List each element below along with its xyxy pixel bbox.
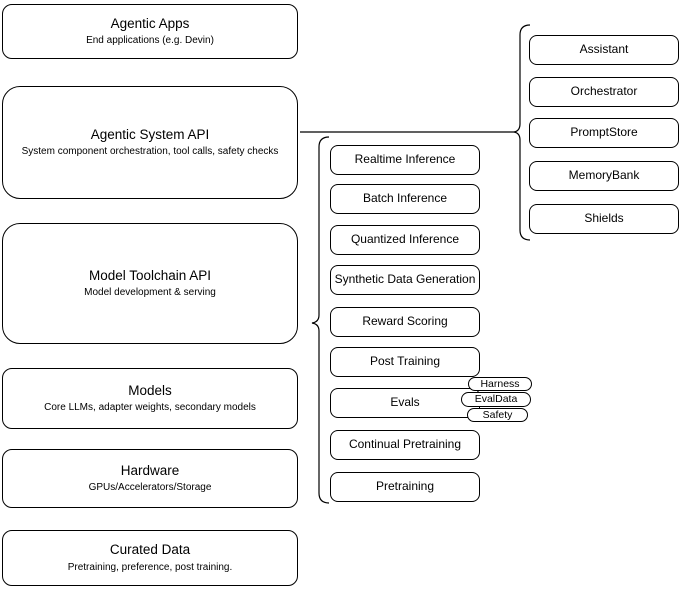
hardware-box: Hardware GPUs/Accelerators/Storage [2, 449, 298, 508]
model-toolchain-api-box: Model Toolchain API Model development & … [2, 223, 298, 344]
capability-label: Pretraining [375, 479, 435, 494]
capability-quantized-inference: Quantized Inference [330, 225, 480, 255]
capability-label: Reward Scoring [362, 314, 448, 329]
agentic-apps-subtitle: End applications (e.g. Devin) [86, 35, 214, 47]
hardware-subtitle: GPUs/Accelerators/Storage [88, 482, 212, 494]
hardware-title: Hardware [120, 462, 180, 478]
component-label: Assistant [579, 42, 629, 57]
components-brace [513, 24, 531, 241]
capability-synthetic-data-generation: Synthetic Data Generation [330, 265, 480, 295]
capability-label: Post Training [369, 354, 441, 369]
agentic-apps-title: Agentic Apps [110, 15, 190, 31]
eval-tag-harness: Harness [468, 377, 532, 391]
models-title: Models [128, 382, 172, 398]
component-label: Orchestrator [570, 84, 638, 99]
models-subtitle: Core LLMs, adapter weights, secondary mo… [44, 402, 256, 414]
capability-label: Continual Pretraining [348, 437, 462, 452]
eval-tag-safety: Safety [467, 408, 528, 422]
agentic-system-api-box: Agentic System API System component orch… [2, 86, 298, 199]
capability-reward-scoring: Reward Scoring [330, 307, 480, 337]
capability-label: Synthetic Data Generation [334, 272, 476, 287]
curated-data-box: Curated Data Pretraining, preference, po… [2, 530, 298, 586]
capabilities-brace [311, 136, 330, 504]
eval-tag-label: Safety [482, 408, 513, 421]
component-orchestrator: Orchestrator [529, 77, 679, 107]
capability-pretraining: Pretraining [330, 472, 480, 502]
curated-data-subtitle: Pretraining, preference, post training. [67, 561, 233, 573]
capability-label: Quantized Inference [350, 232, 460, 247]
capability-label: Evals [390, 395, 420, 410]
component-memorybank: MemoryBank [529, 161, 679, 191]
capability-post-training: Post Training [330, 347, 480, 377]
agentic-system-api-title: Agentic System API [90, 126, 210, 142]
capability-continual-pretraining: Continual Pretraining [330, 430, 480, 460]
component-promptstore: PromptStore [529, 118, 679, 148]
models-box: Models Core LLMs, adapter weights, secon… [2, 368, 298, 429]
capability-batch-inference: Batch Inference [330, 184, 480, 214]
capability-realtime-inference: Realtime Inference [330, 145, 480, 175]
component-assistant: Assistant [529, 35, 679, 65]
curated-data-title: Curated Data [109, 542, 191, 558]
model-toolchain-api-title: Model Toolchain API [88, 267, 212, 283]
eval-tag-label: EvalData [474, 393, 518, 406]
component-shields: Shields [529, 204, 679, 234]
capability-label: Realtime Inference [354, 152, 456, 167]
capability-label: Batch Inference [362, 191, 448, 206]
component-label: MemoryBank [568, 168, 640, 183]
component-label: Shields [584, 211, 624, 226]
component-label: PromptStore [570, 125, 638, 140]
eval-tag-evaldata: EvalData [461, 392, 531, 407]
eval-tag-label: Harness [480, 377, 520, 390]
model-toolchain-api-subtitle: Model development & serving [84, 287, 216, 299]
agentic-system-api-subtitle: System component orchestration, tool cal… [21, 146, 279, 158]
agentic-apps-box: Agentic Apps End applications (e.g. Devi… [2, 4, 298, 59]
capability-evals: Evals [330, 388, 480, 418]
